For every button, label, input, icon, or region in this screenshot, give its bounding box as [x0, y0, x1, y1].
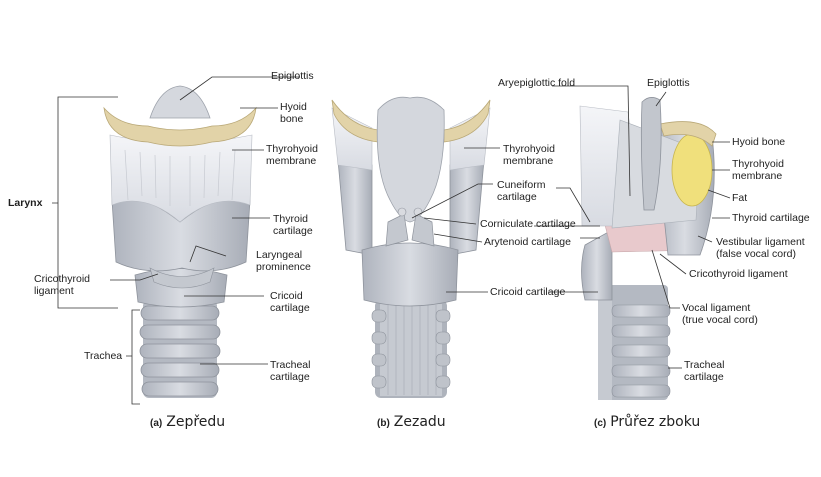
label-front-hyoid-bone: Hyoid bone	[280, 101, 307, 125]
label-front-thyrohyoid-membrane: Thyrohyoid membrane	[266, 143, 318, 167]
label-side-vestibular-ligament: Vestibular ligament (false vocal cord)	[716, 236, 805, 260]
label-front-epiglottis: Epiglottis	[271, 70, 314, 82]
label-side-tracheal-cartilage: Tracheal cartilage	[684, 359, 725, 383]
label-front-cricothyroid-ligament: Cricothyroid ligament	[34, 273, 91, 297]
label-larynx: Larynx	[8, 197, 43, 209]
label-front-cricoid-cartilage: Cricoid cartilage	[270, 290, 310, 314]
label-side-aryepiglottic-fold: Aryepiglottic fold	[498, 77, 576, 89]
back-cricoid	[361, 242, 459, 307]
label-back-cricoid-cartilage: Cricoid cartilage	[490, 286, 566, 298]
label-side-epiglottis: Epiglottis	[647, 77, 690, 89]
label-side-hyoid-bone: Hyoid bone	[732, 136, 786, 148]
caption-front-text: Zepředu	[166, 414, 226, 430]
front-trachea	[139, 300, 221, 398]
back-trachea	[371, 300, 451, 398]
sagittal-epiglottis	[640, 97, 662, 211]
label-front-thyroid-cartilage: Thyroid cartilage	[273, 213, 313, 237]
caption-side-text: Průřez zboku	[610, 414, 701, 430]
caption-side-letter: (c)	[594, 418, 607, 429]
label-trachea: Trachea	[84, 350, 123, 362]
label-front-laryngeal-prominence: Laryngeal prominence	[256, 249, 311, 273]
label-side-thyroid-cartilage: Thyroid cartilage	[732, 212, 810, 224]
caption-front: (a)Zepředu	[150, 414, 225, 430]
sagittal-fat	[671, 133, 713, 207]
caption-back: (b)Zezadu	[377, 414, 446, 430]
back-epiglottis	[376, 96, 445, 223]
caption-back-letter: (b)	[377, 418, 390, 429]
sagittal-cricoid	[581, 229, 613, 301]
back-thyroid	[337, 159, 373, 256]
label-back-corniculate-cartilage: Corniculate cartilage	[480, 218, 576, 230]
front-epiglottis	[149, 85, 211, 119]
caption-front-letter: (a)	[150, 418, 163, 429]
label-side-vocal-ligament: Vocal ligament (true vocal cord)	[682, 302, 758, 326]
front-view	[103, 85, 257, 398]
sagittal-trachea	[598, 285, 671, 400]
back-view	[331, 96, 491, 398]
label-side-cricothyroid-ligament: Cricothyroid ligament	[689, 268, 788, 280]
label-front-tracheal-cartilage: Tracheal cartilage	[270, 359, 311, 383]
leader-lines	[52, 76, 731, 405]
label-side-fat: Fat	[732, 192, 748, 204]
sagittal-hyoid	[659, 121, 717, 147]
caption-back-text: Zezadu	[393, 414, 446, 430]
label-side-thyrohyoid-membrane: Thyrohyoid membrane	[732, 158, 784, 182]
label-back-arytenoid-cartilage: Arytenoid cartilage	[484, 236, 571, 248]
label-back-cuneiform-cartilage: Cuneiform cartilage	[497, 179, 546, 203]
sagittal-view	[579, 97, 717, 400]
label-back-thyrohyoid-membrane: Thyrohyoid membrane	[503, 143, 555, 167]
caption-side: (c)Průřez zboku	[594, 414, 700, 430]
